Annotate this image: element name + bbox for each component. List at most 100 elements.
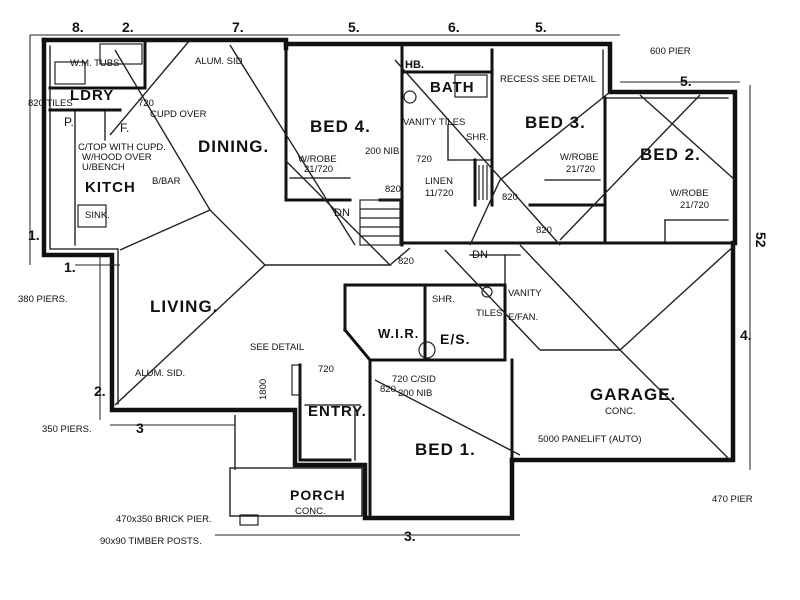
note-shr-es: SHR. bbox=[432, 294, 455, 305]
note-720-csid: 720 C/SID bbox=[392, 374, 436, 385]
note-w-hood: W/HOOD OVER bbox=[82, 152, 152, 163]
note-820-wir: 820 bbox=[380, 384, 396, 395]
note-f: F. bbox=[120, 121, 129, 135]
dim-5c: 5. bbox=[680, 73, 692, 89]
note-wrobe-bed4-size: 21/720 bbox=[304, 164, 333, 175]
note-piers-600: 600 PIER bbox=[650, 46, 691, 57]
kitchen-sink bbox=[77, 204, 107, 228]
note-see-detail: SEE DETAIL bbox=[250, 342, 304, 353]
note-sink: SINK. bbox=[85, 210, 110, 221]
room-label-bed3: BED 3. bbox=[525, 113, 586, 132]
brick-pier bbox=[239, 514, 259, 526]
interior-walls bbox=[48, 38, 737, 520]
note-piers-470: 470 PIER bbox=[712, 494, 753, 505]
washing-machine bbox=[54, 61, 86, 85]
room-label-bed4: BED 4. bbox=[310, 117, 371, 136]
exterior-walls bbox=[41, 37, 738, 521]
note-piers-380: 380 PIERS. bbox=[18, 294, 68, 305]
dim-2: 2. bbox=[94, 383, 106, 399]
toilet bbox=[403, 90, 417, 104]
dim-4: 4. bbox=[740, 327, 752, 343]
linen-shelves bbox=[478, 165, 488, 200]
note-bbar: B/BAR bbox=[152, 176, 181, 187]
bath-tub bbox=[454, 74, 488, 98]
note-brick-pier: 470x350 BRICK PIER. bbox=[116, 514, 212, 525]
room-label-ldry: LDRY bbox=[70, 87, 114, 104]
room-label-dining: DINING. bbox=[198, 137, 269, 156]
note-conc-garage: CONC. bbox=[605, 406, 636, 417]
laundry-tub bbox=[99, 43, 143, 65]
dim-5b: 5. bbox=[535, 19, 547, 35]
note-wrobe-bed2-size: 21/720 bbox=[680, 200, 709, 211]
roof-lines bbox=[109, 39, 736, 470]
note-wrobe-bed3: W/ROBE bbox=[560, 152, 599, 163]
entry-sidelight bbox=[291, 364, 301, 396]
note-wrobe-bed2: W/ROBE bbox=[670, 188, 709, 199]
room-label-garage: GARAGE. bbox=[590, 385, 676, 404]
note-wrobe-bed4: W/ROBE bbox=[298, 154, 337, 165]
note-chop-with: C/TOP WITH CUPD. bbox=[78, 142, 166, 153]
note-wrobe-bed3-size: 21/720 bbox=[566, 164, 595, 175]
annotations: ALUM. SID W.M. TUBS 820 TILES 720 CUPD O… bbox=[18, 46, 753, 547]
note-alum-sd-left: ALUM. SID. bbox=[135, 368, 185, 379]
note-p: P. bbox=[64, 115, 74, 129]
note-820-bed3: 820 bbox=[536, 225, 552, 236]
note-ldry-tiles: 820 TILES bbox=[28, 98, 73, 109]
dim-8: 8. bbox=[72, 19, 84, 35]
note-timber-posts: 90x90 TIMBER POSTS. bbox=[100, 536, 202, 547]
stairs bbox=[359, 199, 401, 246]
room-label-living: LIVING. bbox=[150, 297, 218, 316]
dim-6: 6. bbox=[448, 19, 460, 35]
note-ubench: U/BENCH bbox=[82, 162, 125, 173]
dimension-lines bbox=[29, 34, 751, 536]
note-1800: 1800 bbox=[258, 379, 269, 400]
exterior-wall-left bbox=[41, 37, 515, 521]
note-vanity-es: VANITY bbox=[508, 288, 542, 299]
note-tiles-es: TILES bbox=[476, 308, 502, 319]
room-label-bed2: BED 2. bbox=[640, 145, 701, 164]
note-820-hall: 820 bbox=[398, 256, 414, 267]
exterior-wall-garage bbox=[509, 240, 736, 463]
room-labels: BED 4. BATH BED 3. BED 2. DINING. LIVING… bbox=[70, 59, 701, 503]
note-piers-350: 350 PIERS. bbox=[42, 424, 92, 435]
exterior-wall-top-left bbox=[41, 37, 289, 51]
dim-1b: 1. bbox=[64, 259, 76, 275]
dimension-numbers: 8. 2. 7. 5. 6. 5. 5. 52 1. 1. 2. 3 4. 3. bbox=[28, 19, 769, 544]
room-label-bath: BATH bbox=[430, 79, 475, 96]
room-label-hb: HB. bbox=[405, 59, 424, 71]
dim-3b: 3. bbox=[404, 528, 416, 544]
dim-1a: 1. bbox=[28, 227, 40, 243]
note-820-linen: 820 bbox=[502, 192, 518, 203]
note-200-nib-b: 200 NIB bbox=[398, 388, 432, 399]
note-linen-size: 11/720 bbox=[425, 188, 453, 199]
ensuite-toilet bbox=[481, 286, 493, 298]
dim-3a: 3 bbox=[136, 420, 144, 436]
exterior-wall-inner-line bbox=[49, 45, 119, 405]
note-820-bed4: 820 bbox=[385, 184, 401, 195]
ensuite-basin bbox=[418, 341, 436, 359]
note-cupd-over: CUPD OVER bbox=[150, 109, 207, 120]
room-label-porch: PORCH bbox=[290, 487, 346, 503]
room-label-es: E/S. bbox=[440, 331, 470, 347]
note-720-bath: 720 bbox=[416, 154, 432, 165]
note-panelift: 5000 PANELIFT (AUTO) bbox=[538, 434, 641, 445]
dim-5a: 5. bbox=[348, 19, 360, 35]
dim-7: 7. bbox=[232, 19, 244, 35]
note-linen: LINEN bbox=[425, 176, 453, 187]
note-dn-right: DN bbox=[472, 249, 488, 261]
room-label-bed1: BED 1. bbox=[415, 440, 476, 459]
dim-2-top: 2. bbox=[122, 19, 134, 35]
fixtures bbox=[54, 43, 493, 526]
dim-52: 52 bbox=[753, 232, 769, 248]
note-ldry-720: 720 bbox=[138, 98, 154, 109]
note-recess: RECESS SEE DETAIL bbox=[500, 74, 596, 85]
note-vanity-tiles: VANITY TILES bbox=[403, 117, 465, 128]
note-wm-tubs: W.M. TUBS bbox=[70, 58, 119, 69]
note-shr-bath: SHR. bbox=[466, 132, 489, 143]
note-dn-left: DN bbox=[334, 207, 350, 219]
note-exfan: E/FAN. bbox=[508, 312, 538, 323]
note-conc-porch: CONC. bbox=[295, 506, 326, 517]
note-720-entry: 720 bbox=[318, 364, 334, 375]
room-label-wir: W.I.R. bbox=[378, 326, 419, 341]
